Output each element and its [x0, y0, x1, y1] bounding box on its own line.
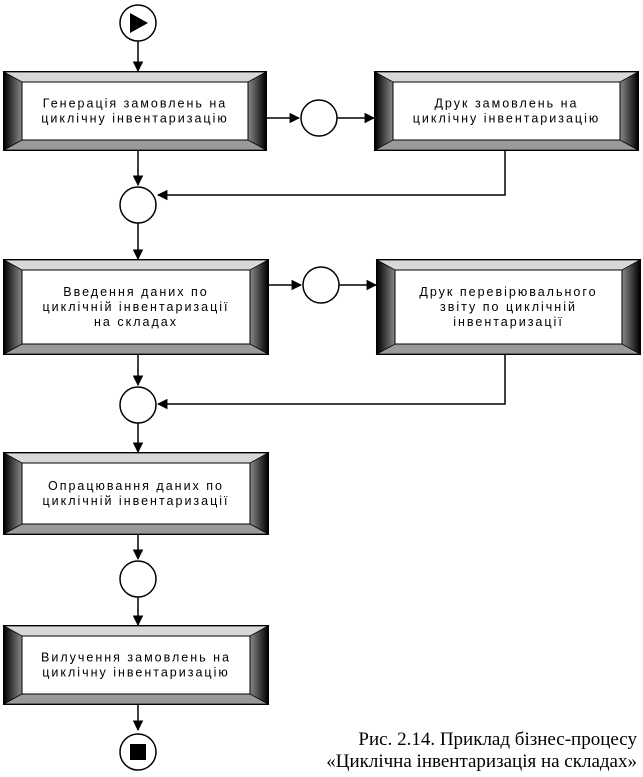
box-bevel-top	[375, 259, 642, 271]
stop-icon	[130, 744, 146, 760]
box-bevel-right	[250, 453, 268, 534]
flow-arrow	[156, 354, 506, 410]
box-bevel-left	[4, 453, 22, 534]
box-face	[392, 81, 621, 141]
box-bevel-bottom	[2, 139, 268, 151]
box-bevel-left	[4, 260, 22, 354]
box-face	[21, 81, 249, 141]
figure-caption: Рис. 2.14. Приклад бізнес-процесу «Циклі…	[237, 729, 637, 773]
box-text-line: циклічній інвентаризації	[42, 300, 229, 314]
caption-line-1: Рис. 2.14. Приклад бізнес-процесу	[358, 729, 637, 750]
box-face	[21, 269, 251, 345]
connector-circles	[119, 99, 340, 598]
box-bevel-left	[375, 72, 393, 150]
box-text-line: циклічній інвентаризації	[42, 494, 229, 508]
connector-circle	[300, 99, 338, 137]
box-bevel-left	[377, 260, 395, 354]
box-text-line: інвентаризації	[453, 315, 564, 329]
box-bevel-top	[2, 625, 270, 637]
box-text-line: Вилучення замовлень на	[41, 651, 231, 665]
box-face	[394, 269, 623, 345]
box-bevel-right	[250, 626, 268, 704]
box-bevel-left	[4, 72, 22, 150]
box-bevel-bottom	[373, 139, 640, 151]
caption-line-2: «Циклічна інвентаризація на складах»	[326, 751, 637, 772]
flow-arrows	[132, 41, 506, 732]
end-node	[119, 733, 157, 771]
flow-arrow	[156, 150, 506, 201]
box-face	[21, 462, 251, 525]
box-bevel-right	[250, 260, 268, 354]
play-icon	[130, 13, 148, 33]
box-text-line: Друк перевірювального	[419, 285, 597, 299]
box-text-line: циклічну інвентаризацію	[42, 666, 229, 680]
box-text-line: Генерація замовлень на	[43, 97, 227, 111]
connector-circle	[119, 560, 157, 598]
box-text-line: звіту по циклічній	[440, 300, 577, 314]
connector-circle	[119, 186, 157, 224]
box-bevel-top	[373, 71, 640, 83]
box-text-line: Опрацювання даних по	[48, 479, 224, 493]
box-bevel-right	[622, 260, 640, 354]
box-bevel-right	[620, 72, 638, 150]
box-text-line: Друк замовлень на	[434, 97, 578, 111]
box-bevel-top	[2, 71, 268, 83]
box-bevel-bottom	[2, 343, 270, 355]
box-bevel-top	[2, 259, 270, 271]
box-bevel-right	[248, 72, 266, 150]
box-bevel-bottom	[2, 523, 270, 535]
start-node	[119, 4, 157, 42]
box-bevel-bottom	[375, 343, 642, 355]
box-text-line: на складах	[94, 315, 178, 329]
connector-circle	[302, 266, 340, 304]
box-text-line: циклічну інвентаризацію	[41, 112, 228, 126]
box-bevel-bottom	[2, 693, 270, 705]
box-face	[21, 635, 251, 695]
connector-circle	[119, 386, 157, 424]
box-text-line: циклічну інвентаризацію	[413, 112, 600, 126]
box-bevel-top	[2, 452, 270, 464]
box-text-line: Введення даних по	[63, 285, 208, 299]
box-bevel-left	[4, 626, 22, 704]
